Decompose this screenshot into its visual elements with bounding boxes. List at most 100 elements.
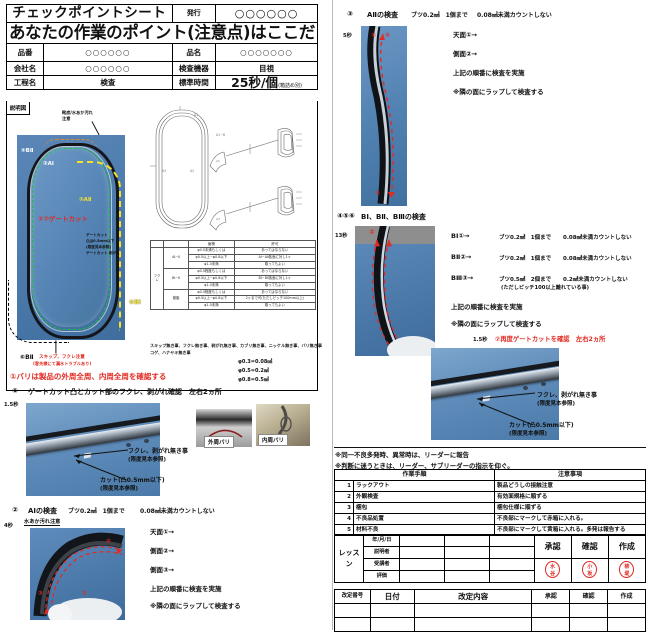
- step456-time: 13秒: [335, 233, 348, 239]
- svg-text:A1: A1: [194, 113, 198, 117]
- step456-row2-spec2: 0.2㎟未満カウントしない: [563, 277, 628, 283]
- part-no-value: ○○○○○○: [43, 43, 173, 62]
- step3-spec-2: 0.08㎟未満カウントしない: [477, 12, 552, 19]
- stamp-cell-0: 水谷: [533, 558, 572, 583]
- step2-marker-1: ①: [82, 590, 88, 597]
- gate-note-1: ゲートカット: [86, 233, 108, 237]
- spec-size-3: φ0.5程度もしくは: [188, 267, 235, 276]
- step7-hole-1: [523, 386, 528, 390]
- step3-photo: ① ② ③: [361, 26, 407, 206]
- step1-callout-1: フクレ、剥がれ無き事: [128, 448, 189, 455]
- spec-size-0: φ0.5未満もしくは: [188, 247, 235, 256]
- step7-hole-2: [541, 382, 546, 386]
- step1-hole-2: [144, 439, 149, 443]
- company-value: ○○○○○○: [43, 61, 173, 76]
- part-photo: ⑤BⅡ ②AⅠ ③AⅡ ①⑦ゲートカット: [17, 135, 125, 340]
- rev-row0-c0[interactable]: [334, 603, 371, 618]
- spec-group-0: AⅠ~Ⅱ: [163, 247, 189, 269]
- spec-size-1: φ0.5以上~φ0.8以下: [188, 254, 235, 262]
- rev-row1-c3[interactable]: [531, 617, 571, 632]
- svg-text:A1~B: A1~B: [216, 133, 225, 137]
- proc-header-steps: 作業手順: [334, 469, 495, 481]
- proc-row1-caution: 有効面規格に順ずる: [494, 491, 646, 503]
- rev-row0-c3[interactable]: [531, 603, 571, 618]
- approval-stamp-2: 柳堤: [619, 561, 635, 578]
- sign-row2-c2[interactable]: [444, 558, 490, 571]
- rev-row1-c0[interactable]: [334, 617, 371, 632]
- spec-judge-7: 2ヶまで可(ただしピッチ100mm以上): [233, 295, 317, 304]
- spec-size-7: φ0.5以上~φ0.8以下: [188, 295, 235, 304]
- stamp-cell-1: 小坂: [570, 558, 609, 583]
- step3-line-2: 側面②→: [453, 50, 477, 58]
- spec-size-5: φ1.0未満: [188, 281, 235, 290]
- sign-row1-c1[interactable]: [399, 546, 446, 559]
- step3-marker-2: ②: [385, 32, 391, 39]
- step456-order-note: 上記の順番に検査を実施: [451, 303, 523, 311]
- sign-row2-c3[interactable]: [488, 558, 535, 571]
- top-caution-line1: 靴底/水あか汚れ: [62, 110, 93, 115]
- sign-row0-c1[interactable]: [399, 534, 446, 547]
- step2-marker-2: ②: [106, 538, 112, 545]
- rev-row0-c4[interactable]: [569, 603, 609, 618]
- sign-row2-c1[interactable]: [399, 558, 446, 571]
- spec-left-label: フクレ: [150, 247, 164, 311]
- sign-row1-c2[interactable]: [444, 546, 490, 559]
- phi-conv-2: φ0.5=0.2㎟: [238, 368, 269, 374]
- step456-row0-spec2: 0.08㎟未満カウントしない: [563, 235, 632, 241]
- sign-row0-c3[interactable]: [488, 534, 535, 547]
- rev-row0-c5[interactable]: [607, 603, 646, 618]
- step456-row0-spec1: ブツ0.2㎟ 1個まで: [499, 235, 552, 241]
- step456-row2-spec1: ブツ0.5㎟ 2個まで: [499, 277, 552, 283]
- rev-row1-c1[interactable]: [369, 617, 415, 632]
- step3-wrap-note: ※隣の面にラップして検査する: [453, 88, 544, 96]
- step2-number: ②: [12, 506, 18, 514]
- rev-row1-c5[interactable]: [607, 617, 646, 632]
- sign-row3-c2[interactable]: [444, 570, 490, 583]
- lesson-sign-table: レッスン 年/月/日 承認 確認 作成 説明者 受講者 水谷: [333, 534, 647, 583]
- proc-row1-step: 外観検査: [353, 491, 495, 503]
- step456-number: ④⑤⑥: [337, 212, 355, 220]
- rev-header-4: 確認: [569, 589, 609, 604]
- skip-note-1: スキップ、フクレ注意: [39, 355, 85, 360]
- svg-text:A3: A3: [216, 217, 220, 221]
- spec-judge-3: あってはならない: [233, 267, 317, 276]
- equipment-label: 検査機器: [171, 61, 217, 76]
- step1-callout-2: カット(凸0.5mm以下): [100, 477, 165, 484]
- top-caution-line2: 注意: [62, 116, 71, 121]
- spec-judge-2: 取ってもよい: [233, 260, 317, 269]
- green-dashed-path: [32, 148, 110, 330]
- rev-header-0: 改定番号: [334, 589, 371, 604]
- rev-row0-c2[interactable]: [413, 603, 533, 618]
- sign-row3-c3[interactable]: [488, 570, 535, 583]
- svg-text:A1: A1: [216, 159, 220, 163]
- sign-row0-c2[interactable]: [444, 534, 490, 547]
- step3-title: AⅡの検査: [367, 11, 399, 19]
- header-table: チェックポイントシート 発行 ○○○○○○ あなたの作業のポイント(注意点)はこ…: [5, 4, 318, 91]
- spec-size-8: φ1.0未満: [188, 302, 235, 311]
- rev-row1-c4[interactable]: [569, 617, 609, 632]
- step2-line-1: 天面①→: [150, 528, 174, 536]
- sign-row3-c1[interactable]: [399, 570, 446, 583]
- proc-row0-no: 1: [334, 480, 354, 492]
- step456-title: BⅠ、BⅡ、BⅢの検査: [361, 213, 426, 221]
- spec-col-blank2: [163, 239, 189, 249]
- spec-judge-1: AⅠ~AⅡ各面に対し1ヶ: [233, 254, 317, 262]
- seal-outline: [27, 143, 119, 339]
- proc-row0-step: ラックアウト: [353, 480, 495, 492]
- rev-row0-c1[interactable]: [369, 603, 415, 618]
- step1-thumb-outer-label: 外周バリ: [204, 436, 235, 448]
- svg-text:A2: A2: [190, 169, 194, 173]
- gate-note-2: 凸は0.5mm以下: [86, 239, 115, 243]
- rev-row1-c2[interactable]: [413, 617, 533, 632]
- warning-divider: [334, 447, 646, 448]
- sign-row1-c3[interactable]: [488, 546, 535, 559]
- approval-stamp-0: 水谷: [545, 561, 561, 578]
- spec-size-2: φ1.0未満: [188, 260, 235, 269]
- approval-header-2: 作成: [607, 534, 647, 559]
- annot-6-biii: ⑥BⅡ: [20, 354, 34, 361]
- step3-spec-1: ブツ0.2㎟ 1個まで: [411, 12, 468, 19]
- sign-row1-label: 説明者: [363, 546, 401, 559]
- step456-row2-name: BⅢ③→: [451, 274, 474, 282]
- part-no-label: 品番: [5, 43, 45, 62]
